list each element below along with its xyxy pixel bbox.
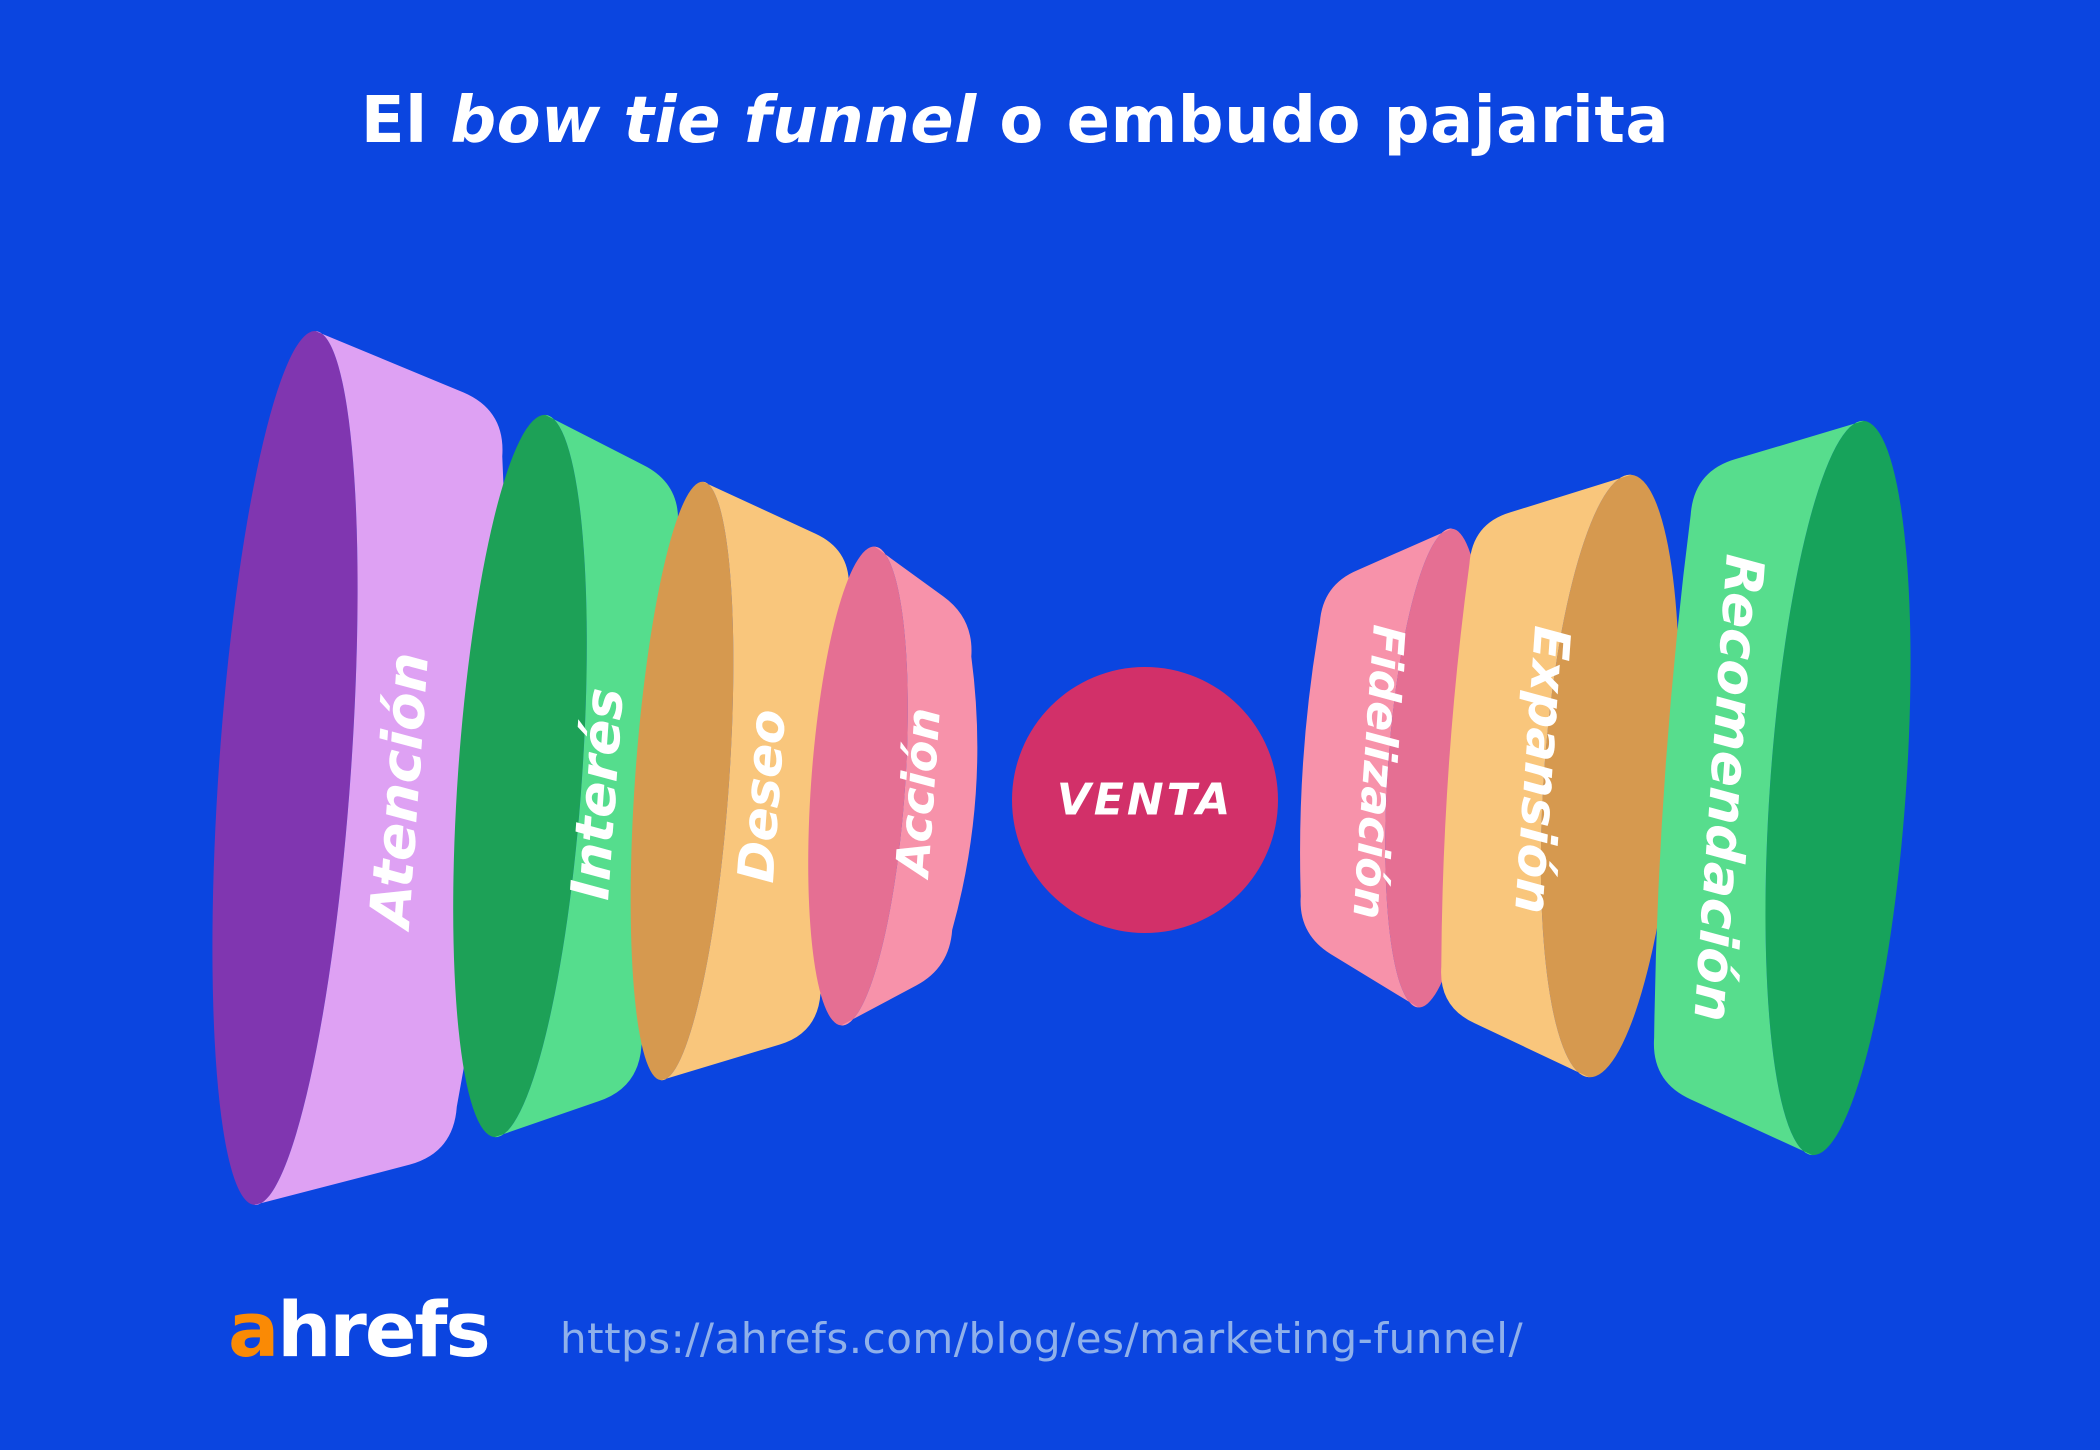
accion-label: Acción xyxy=(885,706,951,881)
accion-body xyxy=(841,546,978,1026)
title-post: o embudo pajarita xyxy=(976,84,1670,158)
stage-recomendacion xyxy=(1653,420,1911,1156)
source-url: https://ahrefs.com/blog/es/marketing-fun… xyxy=(560,1314,1524,1363)
recomendacion-cap-ellipse xyxy=(1765,420,1911,1156)
expansion-cap-ellipse xyxy=(1540,474,1680,1078)
ahrefs-logo: ahrefs xyxy=(228,1292,491,1368)
recomendacion-body xyxy=(1653,420,1864,1156)
ahrefs-logo-a: a xyxy=(228,1285,279,1374)
atencion-body xyxy=(254,331,506,1205)
deseo-cap-ellipse xyxy=(630,481,734,1081)
stage-expansion xyxy=(1441,474,1680,1078)
stage-accion xyxy=(808,546,978,1026)
interes-cap-ellipse xyxy=(453,414,587,1138)
stage-atencion xyxy=(212,331,506,1205)
deseo-body xyxy=(661,481,854,1081)
page-title: El bow tie funnel o embudo pajarita xyxy=(0,84,2030,158)
title-highlight: bow tie funnel xyxy=(450,84,977,158)
deseo-label: Deseo xyxy=(727,707,797,884)
ahrefs-logo-rest: hrefs xyxy=(277,1285,490,1374)
expansion-body xyxy=(1441,474,1632,1078)
atencion-cap-ellipse xyxy=(212,331,358,1205)
title-pre: El xyxy=(360,84,451,158)
venta-label: VENTA xyxy=(1057,775,1234,826)
stage-deseo xyxy=(630,481,854,1081)
fidelizacion-body xyxy=(1300,528,1452,1008)
interes-label: Interés xyxy=(560,686,636,902)
venta-circle xyxy=(1012,667,1278,933)
accion-cap-ellipse xyxy=(808,546,908,1026)
